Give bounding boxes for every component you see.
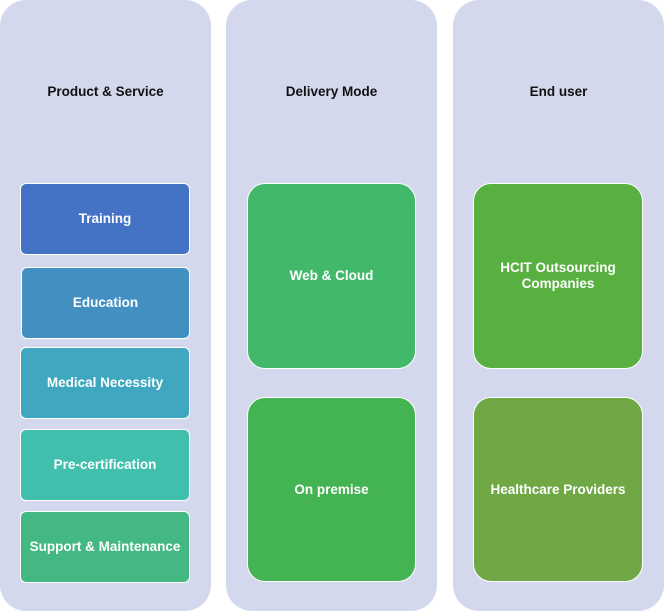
pre-certification-box: Pre-certification [20,429,190,501]
delivery-mode-title: Delivery Mode [285,84,378,99]
training-box: Training [20,183,190,255]
healthcare-providers-box: Healthcare Providers [473,397,643,582]
product-service-column: Product & Service Training Education Med… [0,0,211,611]
hcit-outsourcing-box: HCIT Outsourcing Companies [473,183,643,369]
education-box: Education [21,267,190,339]
end-user-title: End user [529,84,588,99]
medical-necessity-box: Medical Necessity [20,347,190,419]
support-maintenance-box: Support & Maintenance [20,511,190,583]
on-premise-box: On premise [247,397,416,582]
delivery-mode-column: Delivery Mode Web & Cloud On premise [226,0,437,611]
product-service-title: Product & Service [47,84,164,99]
web-cloud-box: Web & Cloud [247,183,416,369]
end-user-column: End user HCIT Outsourcing Companies Heal… [453,0,664,611]
